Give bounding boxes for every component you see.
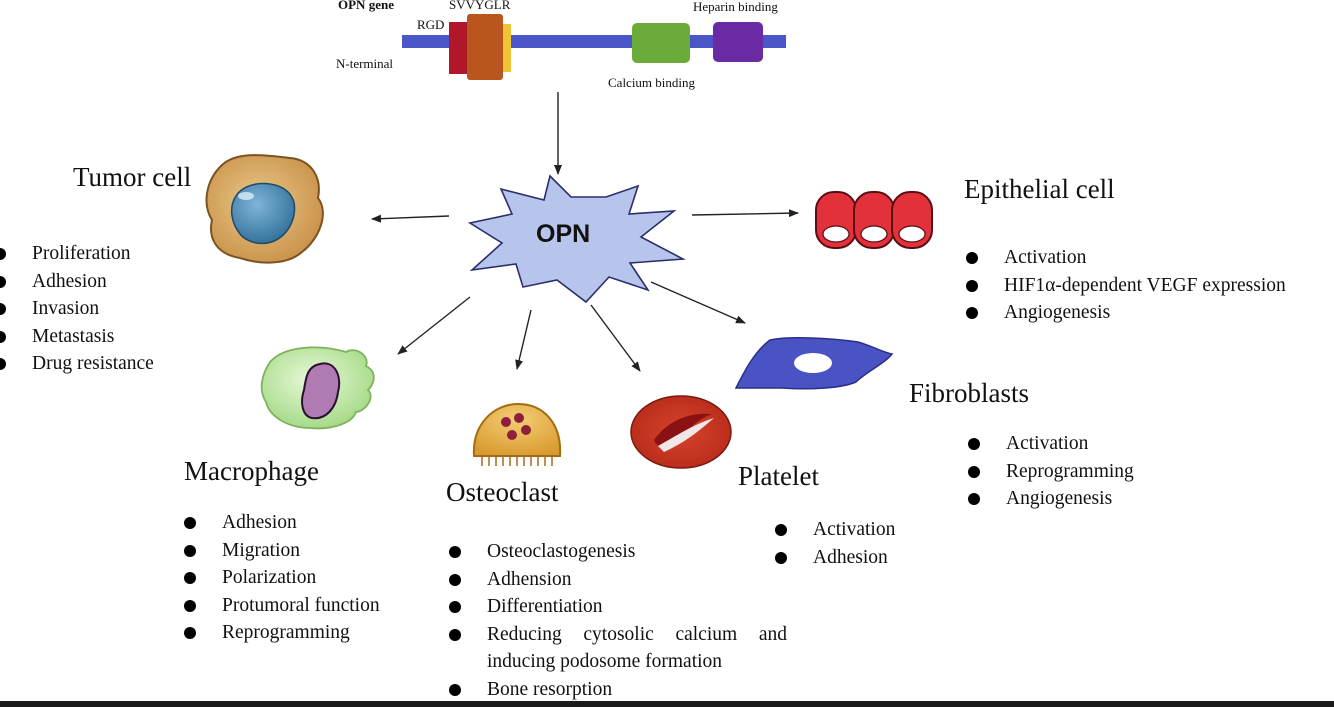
arrow-to-macrophage (397, 296, 471, 355)
list-item: Metastasis (0, 323, 154, 351)
fibroblasts-title: Fibroblasts (909, 378, 1030, 408)
list-item: Angiogenesis (966, 299, 1286, 327)
list-item: Reducing cytosolic calcium and inducing … (449, 621, 787, 676)
list-item: Osteoclastogenesis (449, 538, 787, 566)
osteoclast-list: Osteoclastogenesis Adhension Differentia… (449, 538, 787, 703)
macrophage-title: Macrophage (184, 456, 319, 486)
opn-star (467, 174, 686, 304)
list-item: Polarization (184, 564, 380, 592)
epithelial-cell-title: Epithelial cell (964, 174, 1115, 204)
heparin-binding-domain (713, 22, 763, 62)
calcium-binding-label: Calcium binding (608, 75, 696, 90)
list-item: HIF1α-dependent VEGF expression (966, 272, 1286, 300)
arrow-to-epithelial (691, 209, 799, 218)
fibroblast-illustration (734, 337, 894, 390)
epithelial-cell-illustration (815, 191, 933, 249)
list-item: Invasion (0, 295, 154, 323)
arrow-to-fibroblasts (650, 281, 746, 324)
list-item: Activation (968, 430, 1134, 458)
tumor-cell-list: Proliferation Adhesion Invasion Metastas… (0, 240, 154, 378)
arrow-to-osteoclast (515, 309, 532, 370)
platelet-list: Activation Adhesion (775, 516, 895, 571)
opn-label: OPN (536, 220, 591, 248)
fibroblasts-list: Activation Reprogramming Angiogenesis (968, 430, 1134, 513)
list-item: Protumoral function (184, 592, 380, 620)
rgd-label: RGD (417, 17, 445, 32)
list-item: Reprogramming (968, 458, 1134, 486)
list-item: Activation (966, 244, 1286, 272)
list-item: Migration (184, 537, 380, 565)
tumor-cell-illustration (205, 154, 324, 264)
gene-title: OPN gene (338, 0, 394, 12)
list-item: Adhension (449, 566, 787, 594)
rgd-domain (449, 22, 469, 74)
list-item: Angiogenesis (968, 485, 1134, 513)
arrow-to-tumor (371, 214, 450, 223)
list-item: Activation (775, 516, 895, 544)
arrows (371, 92, 799, 372)
list-item: Reprogramming (184, 619, 380, 647)
bottom-border (0, 701, 1334, 707)
list-item: Adhesion (184, 509, 380, 537)
calcium-binding-domain (632, 23, 690, 63)
yellow-band-domain (500, 24, 511, 72)
platelet-title: Platelet (738, 461, 819, 491)
list-item: Adhesion (775, 544, 895, 572)
platelet-illustration (630, 395, 732, 469)
arrow-to-platelet (590, 304, 641, 372)
list-item: Proliferation (0, 240, 154, 268)
macrophage-list: Adhesion Migration Polarization Protumor… (184, 509, 380, 647)
svvyglr-domain (467, 14, 503, 80)
macrophage-illustration (260, 346, 375, 430)
opn-gene-diagram (402, 14, 786, 80)
n-terminal-label: N-terminal (336, 56, 394, 71)
heparin-binding-label: Heparin binding (693, 0, 778, 14)
list-item: Differentiation (449, 593, 787, 621)
osteoclast-title: Osteoclast (446, 477, 559, 507)
svvyglr-label: SVVYGLR (449, 0, 511, 12)
list-item: Bone resorption (449, 676, 787, 704)
osteoclast-illustration (472, 402, 562, 466)
list-item: Drug resistance (0, 350, 154, 378)
epithelial-cell-list: Activation HIF1α-dependent VEGF expressi… (966, 244, 1286, 327)
tumor-cell-title: Tumor cell (73, 162, 192, 192)
list-item: Adhesion (0, 268, 154, 296)
